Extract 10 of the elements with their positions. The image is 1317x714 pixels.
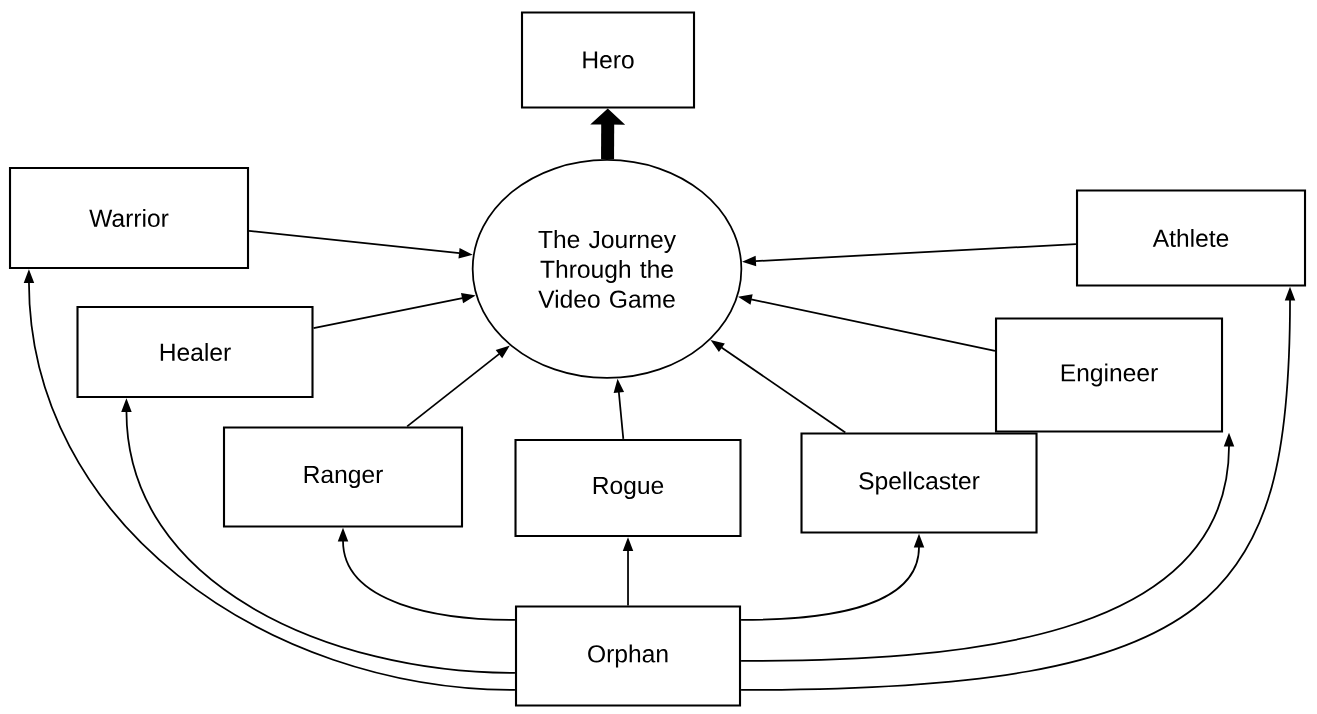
process-box: Warrior (8, 166, 250, 270)
process-box: Spellcaster (800, 432, 1038, 534)
process-box: Orphan (514, 605, 742, 707)
process-box: Athlete (1075, 189, 1307, 287)
process-box: Hero (520, 11, 696, 109)
ellipse-node: The Journey Through the Video Game (471, 159, 743, 379)
process-box: Healer (76, 305, 314, 399)
process-box: Ranger (222, 426, 464, 528)
process-box: Engineer (994, 317, 1224, 433)
process-box: Rogue (514, 438, 742, 538)
